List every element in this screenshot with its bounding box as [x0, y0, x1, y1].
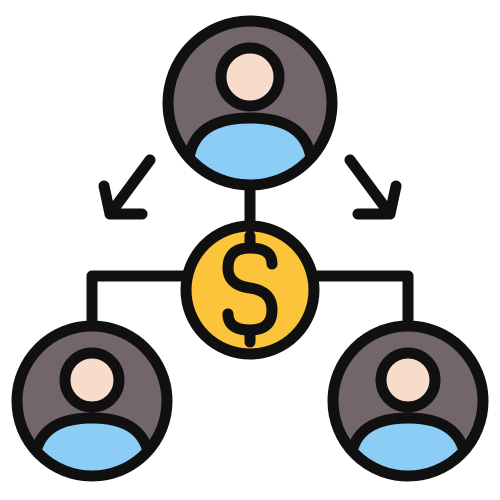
dollar-coin-icon — [180, 220, 320, 360]
right-person-avatar-icon — [327, 320, 489, 482]
connector-left — [86, 270, 192, 326]
top-person-avatar-icon — [162, 15, 338, 191]
connector-right — [308, 270, 414, 326]
arrow-down-left-icon — [98, 154, 156, 220]
arrow-down-right-icon — [344, 154, 402, 220]
left-person-avatar-icon — [11, 320, 173, 482]
